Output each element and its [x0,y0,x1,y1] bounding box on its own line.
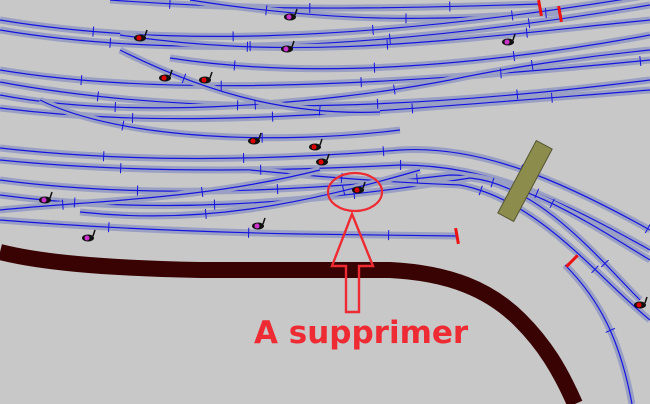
track-tie [169,0,171,9]
track-ties [61,0,650,333]
track-tie [233,60,236,71]
track-tie [318,105,321,116]
track-tie [80,75,83,86]
track-tie [644,224,650,234]
signal-icon[interactable] [159,69,173,82]
track-segment[interactable] [109,0,541,9]
track-tie [204,208,207,219]
signal-icon[interactable] [39,191,53,204]
signal-icon[interactable] [134,29,148,42]
track-tie [393,84,396,95]
track-tie [478,185,483,196]
track-tie [534,188,540,199]
track-tie [342,185,346,196]
track-tie [416,173,419,184]
track-tie [527,18,531,29]
track-tie [201,186,204,197]
track-segment[interactable] [0,177,641,301]
track-segment[interactable] [119,19,650,49]
up-arrow-icon [330,210,375,314]
track-tie [96,91,99,102]
track-tie [511,10,514,21]
signal-icon[interactable] [634,296,648,309]
signal-icon[interactable] [199,71,213,84]
track-tie [254,99,257,110]
track-tie [545,8,547,19]
signal-icon[interactable] [352,181,366,194]
track-tie [490,177,495,188]
signal-icon[interactable] [316,153,330,166]
track-segment[interactable] [564,264,633,404]
track-tie [73,197,76,208]
signal-icon[interactable] [284,8,298,21]
track-tie [550,92,553,103]
track-tie [525,27,528,38]
track-tie [600,259,609,268]
track-tie [109,37,112,48]
retaining-wall [0,244,583,404]
signal-icon[interactable] [309,138,323,151]
track-tie [265,5,268,16]
signal-icon[interactable] [502,33,516,46]
signals[interactable] [39,8,648,309]
track-tie [639,55,642,66]
track-segment[interactable] [0,49,650,109]
track-tie [411,103,414,114]
track-segment[interactable] [0,59,650,87]
track-tie [499,68,502,79]
track-tie [591,265,599,274]
signal-icon[interactable] [82,229,96,242]
signal-icon[interactable] [252,217,266,230]
track-tie [605,327,616,333]
track-segment[interactable] [39,99,401,139]
track-segment[interactable] [0,147,650,231]
track-segment[interactable] [119,49,381,113]
track-tie [372,24,374,35]
track-segment[interactable] [0,219,457,237]
buffer-stop-icon[interactable] [565,254,579,268]
track-tie [512,51,516,62]
track-tie [530,60,534,71]
buffer-stop-icon[interactable] [537,0,543,17]
bridge-icon[interactable] [497,139,553,223]
track-segment[interactable] [0,174,650,261]
highlight-circle [326,171,384,213]
track-segment[interactable] [0,169,321,211]
track-tie [388,33,391,44]
track-segment[interactable] [169,34,650,70]
signal-icon[interactable] [248,132,262,145]
annotation-label: A supprimer [254,315,469,351]
track-tie [516,89,519,100]
track-tie [549,198,555,209]
signal-icon[interactable] [281,40,295,53]
buffer-stop-icon[interactable] [557,5,563,23]
buffer-stop-icon[interactable] [454,227,460,245]
track-tie [61,199,64,210]
track-tie [181,73,187,84]
track-bed [0,216,457,240]
track-tie [386,39,389,50]
track-tie [382,146,385,157]
track-segment[interactable] [0,0,650,38]
track-segment[interactable] [79,169,421,217]
track-tie [92,26,95,37]
track-segment[interactable] [0,159,650,251]
track-tie [121,120,125,131]
buffer-stops[interactable] [454,0,579,268]
track-tie [107,222,110,233]
